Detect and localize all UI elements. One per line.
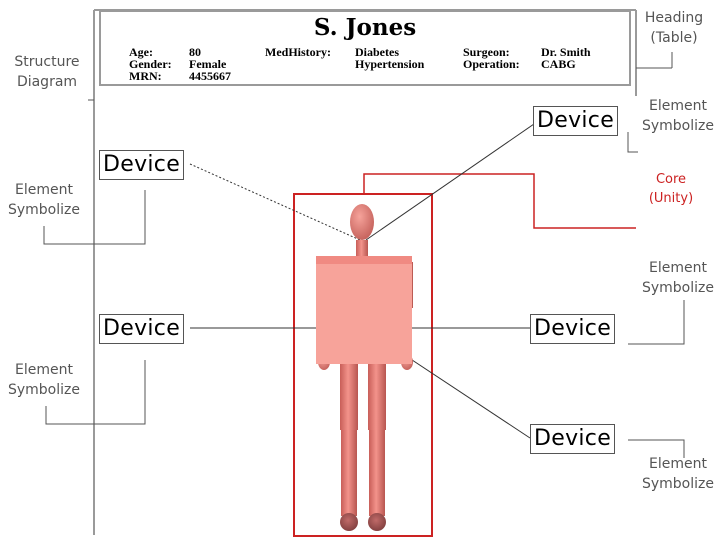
patient-name: S. Jones — [313, 14, 417, 41]
label-core-unity: Core (Unity) — [648, 172, 694, 206]
thigh-left — [340, 364, 358, 430]
surgery-values: Dr. Smith CABG — [541, 45, 591, 71]
callout-brackets — [43, 52, 685, 458]
shin-right — [369, 430, 385, 516]
medhistory-label: MedHistory: — [265, 45, 331, 59]
label-element-symbolize-left-2: Element Symbolize — [7, 362, 80, 398]
head — [350, 204, 374, 240]
demographic-labels: Age: Gender: MRN: — [129, 45, 172, 83]
human-figure — [316, 204, 413, 531]
label-element-symbolize-right-3: Element Symbolize — [641, 456, 714, 492]
core-connector — [363, 173, 636, 229]
device-connectors — [189, 123, 535, 439]
demographic-values: 80 Female 4455667 — [189, 45, 231, 83]
label-element-symbolize-right-2: Element Symbolize — [641, 260, 714, 296]
shin-left — [341, 430, 357, 516]
shoulder-bar — [316, 256, 412, 264]
device-box-middle-left: Device — [99, 314, 185, 344]
foot-left — [340, 513, 358, 531]
label-heading-table: Heading (Table) — [644, 10, 704, 46]
thigh-right — [368, 364, 386, 430]
surgery-labels: Surgeon: Operation: — [463, 45, 520, 71]
device-box-middle-right: Device — [530, 314, 616, 344]
patient-heading-table: S. Jones Age: Gender: MRN: 80 Female 445… — [99, 10, 631, 86]
torso — [316, 256, 412, 364]
device-box-top-right: Device — [533, 106, 619, 136]
foot-right — [368, 513, 386, 531]
label-structure-diagram: Structure Diagram — [14, 54, 80, 90]
label-element-symbolize-right-1: Element Symbolize — [641, 98, 714, 134]
device-box-top-left: Device — [99, 150, 185, 180]
medhistory-values: Diabetes Hypertension — [355, 45, 425, 71]
device-box-bottom-right: Device — [530, 424, 616, 454]
core-frame — [293, 193, 433, 537]
neck — [356, 240, 368, 256]
label-element-symbolize-left-1: Element Symbolize — [7, 182, 80, 218]
